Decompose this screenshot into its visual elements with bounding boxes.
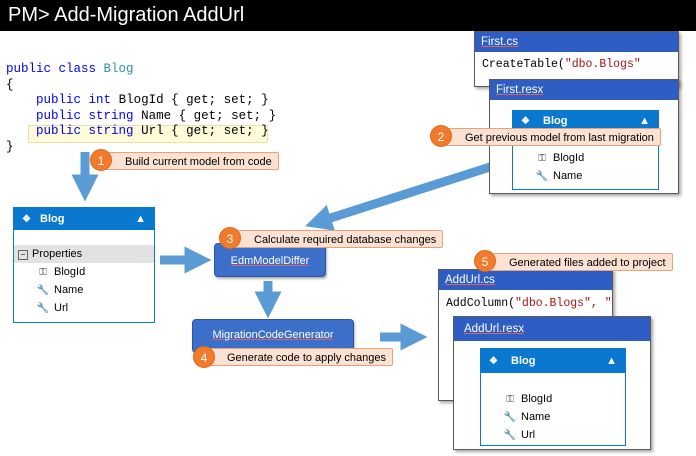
command-title: PM> Add-Migration AddUrl bbox=[8, 4, 245, 26]
step-5-badge: 5 bbox=[474, 250, 496, 272]
property-row: ⚿BlogId bbox=[513, 149, 658, 167]
addurl-resx-header: AddUrl.resx bbox=[454, 317, 650, 341]
property-row: 🔧Url bbox=[481, 426, 625, 444]
collapse-box-icon[interactable]: − bbox=[18, 250, 28, 260]
step-4-label: Generate code to apply changes bbox=[204, 348, 394, 366]
first-cs-file: First.cs CreateTable("dbo.Blogs" bbox=[474, 31, 679, 87]
addurl-resx-entity: ❖ Blog ▲ ⚿BlogId 🔧Name 🔧Url bbox=[480, 348, 626, 446]
step-2-badge: 2 bbox=[430, 125, 452, 147]
first-resx-entity: ❖ Blog ▲ ⚿BlogId 🔧Name bbox=[512, 110, 659, 190]
first-resx-header: First.resx bbox=[490, 80, 678, 100]
key-icon: ⚿ bbox=[506, 394, 514, 405]
step-4-badge: 4 bbox=[193, 346, 215, 368]
collapse-chevron-icon[interactable]: ▲ bbox=[135, 213, 146, 225]
step-1-label: Build current model from code bbox=[102, 152, 279, 170]
current-model-header: ❖ Blog ▲ bbox=[14, 208, 154, 230]
wrench-icon: 🔧 bbox=[535, 171, 549, 182]
first-cs-code: CreateTable("dbo.Blogs" bbox=[482, 58, 641, 71]
blog-class-code: public class Blog { public int BlogId { … bbox=[6, 62, 277, 154]
wrench-icon: 🔧 bbox=[36, 285, 50, 296]
addurl-resx-file: AddUrl.resx ❖ Blog ▲ ⚿BlogId 🔧Name 🔧Url bbox=[453, 316, 651, 450]
property-row: 🔧Name bbox=[14, 281, 154, 299]
step-2-label: Get previous model from last migration bbox=[442, 128, 661, 146]
first-cs-header: First.cs bbox=[475, 32, 678, 52]
step-5-label: Generated files added to project bbox=[486, 253, 673, 271]
arrow-previous-to-differ bbox=[305, 155, 514, 231]
current-model-entity: ❖ Blog ▲ −Properties ⚿BlogId 🔧Name 🔧Url bbox=[13, 207, 155, 323]
property-row: ⚿BlogId bbox=[14, 263, 154, 281]
collapse-chevron-icon[interactable]: ▲ bbox=[639, 115, 650, 127]
entity-icon: ❖ bbox=[489, 356, 498, 367]
property-row: 🔧Name bbox=[481, 408, 625, 426]
collapse-chevron-icon[interactable]: ▲ bbox=[606, 355, 617, 367]
addurl-resx-entity-header: ❖ Blog ▲ bbox=[481, 349, 625, 373]
entity-icon: ❖ bbox=[521, 116, 530, 127]
entity-icon: ❖ bbox=[22, 214, 31, 225]
addurl-cs-header: AddUrl.cs bbox=[439, 270, 612, 290]
wrench-icon: 🔧 bbox=[503, 430, 517, 441]
property-row: ⚿BlogId bbox=[481, 390, 625, 408]
key-icon: ⚿ bbox=[538, 153, 546, 164]
url-line-highlight bbox=[28, 125, 268, 143]
step-3-badge: 3 bbox=[219, 227, 241, 249]
wrench-icon: 🔧 bbox=[503, 412, 517, 423]
title-bar: PM> Add-Migration AddUrl bbox=[0, 0, 696, 31]
step-1-badge: 1 bbox=[90, 149, 112, 171]
property-row: 🔧Url bbox=[14, 299, 154, 317]
wrench-icon: 🔧 bbox=[36, 303, 50, 314]
property-row: 🔧Name bbox=[513, 167, 658, 185]
entity-name: Blog bbox=[40, 213, 65, 225]
first-resx-entity-header: ❖ Blog ▲ bbox=[513, 111, 658, 131]
step-3-label: Calculate required database changes bbox=[231, 230, 444, 248]
properties-section[interactable]: −Properties bbox=[14, 245, 154, 263]
addurl-cs-code: AddColumn("dbo.Blogs", "Rat bbox=[446, 297, 612, 310]
key-icon: ⚿ bbox=[39, 267, 47, 278]
